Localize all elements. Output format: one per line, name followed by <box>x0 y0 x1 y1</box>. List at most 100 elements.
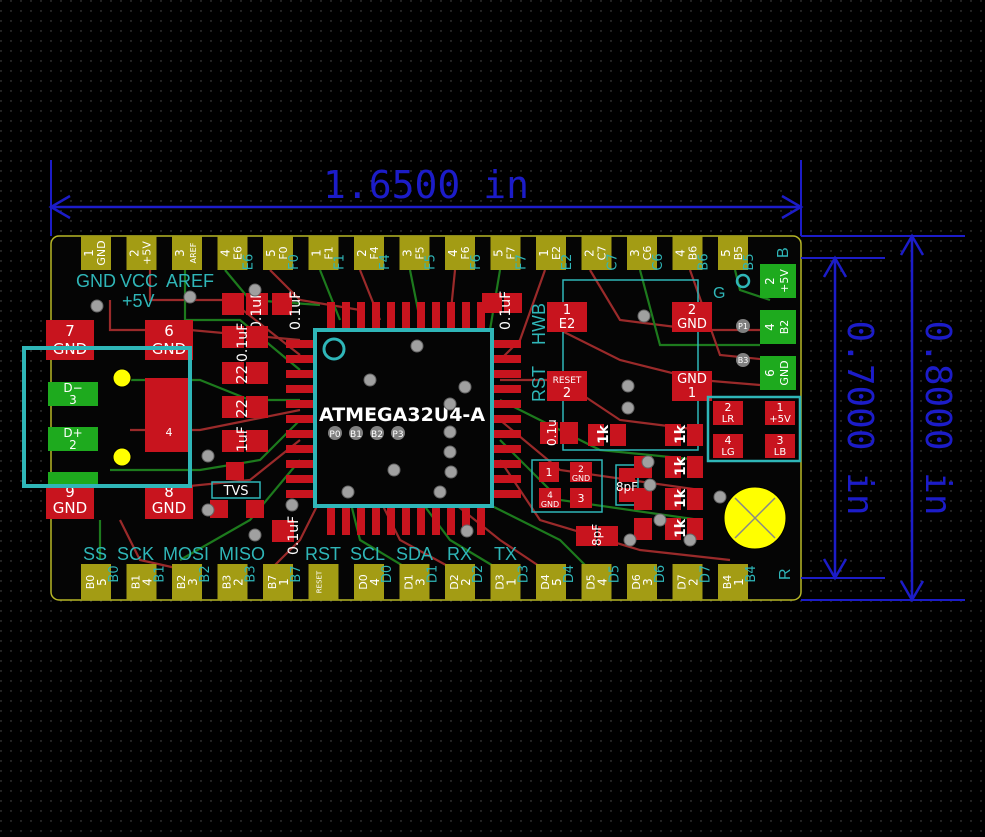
cap-c2-a <box>272 293 292 315</box>
cap-8p-1-pad-b <box>619 488 635 502</box>
resistor-pad-a <box>665 518 681 540</box>
top-pin-2: 2+5V <box>126 236 157 270</box>
crystal-outline <box>531 459 603 513</box>
bottom-pin-pad <box>399 564 430 600</box>
bottom-pin-pad <box>536 564 566 600</box>
bottom-pin-number: 3 <box>186 578 200 586</box>
resistor-value: 1k <box>673 488 689 508</box>
bottom-header-labels: SS SCK MOSI MISO RST SCL SDA RX TX <box>83 544 517 564</box>
bottom-pin-pad <box>627 564 657 600</box>
svg-text:2: 2 <box>688 303 696 318</box>
bottom-pin-net: D7 <box>676 574 689 589</box>
top-pin-ref: B6 <box>697 253 712 270</box>
resistor-value: 1k <box>673 456 689 476</box>
svg-text:7: 7 <box>65 322 75 340</box>
via <box>248 283 262 297</box>
top-pin-net: +5V <box>141 241 154 265</box>
bottom-pin-net: D5 <box>585 574 598 589</box>
bottom-pin-ref: D1 <box>426 565 441 583</box>
svg-text:2: 2 <box>69 438 77 452</box>
bottom-pin-pad <box>217 564 248 600</box>
bottom-pin-number: 3 <box>414 578 428 586</box>
top-pin-number: 2 <box>583 249 597 257</box>
bottom-pin-ref: D3 <box>517 565 532 583</box>
resistor-pad-a <box>665 456 681 478</box>
mcu-pin-top <box>417 302 425 330</box>
bottom-pin-pad <box>581 564 612 600</box>
usb-hole-top <box>112 368 132 388</box>
button-pad-gnd <box>672 302 712 332</box>
via <box>443 397 457 411</box>
resistor-value: 1k <box>673 518 689 538</box>
svg-text:LR: LR <box>722 414 735 425</box>
svg-text:GND: GND <box>778 360 791 385</box>
label-tx: TX <box>494 544 517 564</box>
via <box>90 299 104 313</box>
svg-text:GND: GND <box>152 499 186 517</box>
pin1-marker <box>322 337 346 361</box>
bottom-pin-net: RESET <box>316 570 324 593</box>
svg-text:2: 2 <box>763 277 777 285</box>
test-pad-p0 <box>328 426 342 440</box>
top-pin-net: C6 <box>641 246 654 261</box>
svg-text:B2: B2 <box>371 430 383 440</box>
pin1-marker-right <box>735 273 751 289</box>
top-pin-net: F1 <box>323 246 336 259</box>
top-pin-pad <box>399 236 430 270</box>
svg-text:D−: D− <box>63 381 82 395</box>
bottom-pin-net: B4 <box>721 575 734 590</box>
res-value-1: 22 <box>233 365 251 384</box>
resistor-1k: 1k <box>588 424 626 446</box>
mcu-pin-right <box>493 490 521 498</box>
cap-c4-b <box>246 430 268 452</box>
via <box>683 533 697 547</box>
via <box>443 425 457 439</box>
button-pad-gnd-2 <box>672 371 712 401</box>
dimension-height-outer: 0.8000 in <box>801 233 965 603</box>
mcu-pin-right <box>493 340 521 348</box>
top-pin-number: 3 <box>173 249 187 257</box>
svg-text:GND: GND <box>677 317 707 332</box>
bottom-pin-ref: B1 <box>153 565 168 582</box>
mcu-pin-bottom <box>462 507 470 535</box>
bottom-pin-number: 1 <box>732 578 746 586</box>
svg-text:1: 1 <box>777 401 784 414</box>
bottom-pin-number: 1 <box>505 578 519 586</box>
top-pin-pad <box>490 236 521 270</box>
via <box>641 455 655 469</box>
res-r1-a <box>222 362 244 384</box>
bottom-pin-pad <box>490 564 521 600</box>
bottom-pin-number: 2 <box>687 578 701 586</box>
via <box>201 503 215 517</box>
res-r1-b <box>246 362 268 384</box>
bottom-pin-pad <box>308 564 339 600</box>
mcu-pin-bottom <box>402 507 410 535</box>
resistor-1k: 1k <box>665 518 703 540</box>
mcu-pin-top <box>402 302 410 330</box>
cap-c3-b <box>246 326 268 348</box>
resistor-value: 1k <box>596 424 612 444</box>
svg-text:B2: B2 <box>778 320 791 335</box>
crystal-pad-1 <box>539 462 559 482</box>
bottom-pin-net: D3 <box>494 574 507 589</box>
mcu-pin-left <box>286 490 314 498</box>
mcu-pin-right <box>493 385 521 393</box>
button-pad-reset <box>547 371 587 401</box>
bottom-pin-number: 2 <box>232 578 246 586</box>
diode-d0 <box>210 500 228 518</box>
bottom-pin-number: 1 <box>277 578 291 586</box>
mcu-pin-right <box>493 460 521 468</box>
usb-hole-bottom <box>112 447 132 467</box>
right-pad-gnd <box>760 356 796 390</box>
svg-text:RESET: RESET <box>553 376 582 386</box>
via <box>621 401 635 415</box>
top-pin-pad <box>81 236 111 270</box>
bottom-pin-ref: D2 <box>471 565 486 583</box>
bottom-pin-ref: B0 <box>107 565 122 582</box>
